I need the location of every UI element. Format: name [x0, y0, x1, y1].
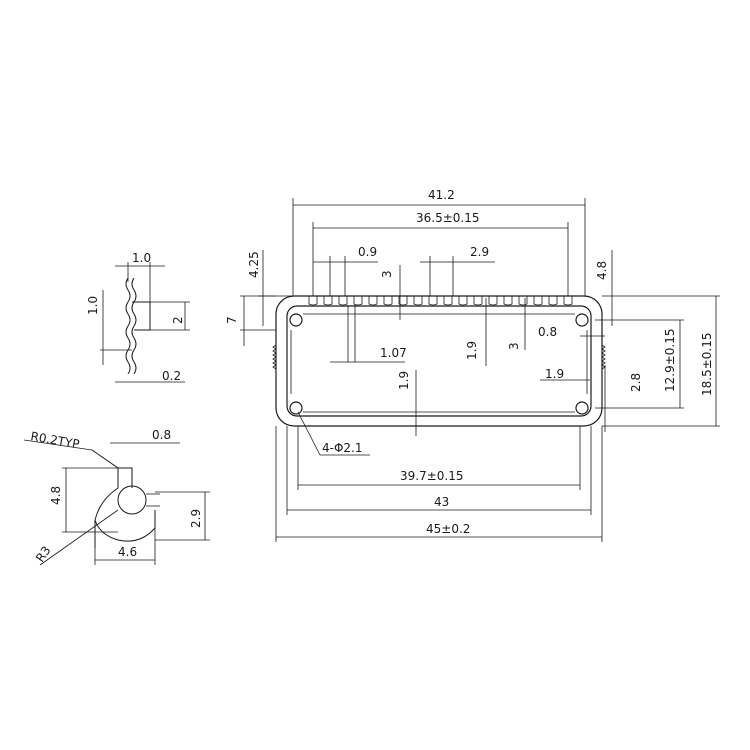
- fin: [368, 296, 378, 306]
- fin-bottom: 0.2: [162, 369, 181, 383]
- dim-3-center: 3: [507, 342, 521, 350]
- corner-right: 2.9: [189, 509, 203, 528]
- screw-boss-tr: [575, 313, 589, 327]
- dim-36-5: 36.5±0.15: [416, 211, 480, 225]
- dim-43: 43: [434, 495, 449, 509]
- corner-leader-r02: [23, 439, 93, 451]
- main-view: 4-Φ2.1 41.2 36.5±0.15 0.9 2.9 3 7 4.25 4…: [225, 188, 720, 542]
- dim-7: 7: [225, 316, 239, 324]
- dim-12-9: 12.9±0.15: [663, 329, 677, 393]
- hole-label: 4-Φ2.1: [322, 441, 363, 455]
- fin: [308, 296, 318, 306]
- corner-radius-typ: R0.2TYP: [29, 429, 80, 451]
- corner-hole: [117, 485, 147, 515]
- dim-2-9: 2.9: [470, 245, 489, 259]
- detail-corner-view: R0.2TYP 0.8 4.8 2.9 4.6 R3: [23, 428, 210, 566]
- fin: [563, 296, 573, 306]
- corner-leader-r3: [39, 509, 119, 566]
- corner-top: 0.8: [152, 428, 171, 442]
- fin-break-line: [131, 277, 137, 375]
- detail-fin-view: 2 1.0 1.0 0.2: [86, 251, 190, 383]
- dim-1-07: 1.07: [380, 346, 407, 360]
- dim-1-9-right: 1.9: [545, 367, 564, 381]
- fin: [323, 296, 333, 306]
- fin-tab: [132, 301, 151, 331]
- fin: [488, 296, 498, 306]
- corner-outer: [91, 449, 119, 548]
- screw-boss-br: [575, 401, 589, 415]
- rib-right: [601, 344, 606, 370]
- fin: [398, 296, 408, 306]
- fin: [383, 296, 393, 306]
- profile-outer: [275, 295, 603, 427]
- dim-41-2: 41.2: [428, 188, 455, 202]
- hole-leader: [297, 411, 321, 456]
- dim-0-9: 0.9: [358, 245, 377, 259]
- screw-boss-tl: [289, 313, 303, 327]
- corner-radius: R3: [33, 544, 54, 565]
- screw-boss-bl: [289, 401, 303, 415]
- profile-inner: [286, 305, 592, 417]
- corner-bottom: 4.6: [118, 545, 137, 559]
- dim-4-25: 4.25: [247, 251, 261, 278]
- dim-0-8-right: 0.8: [538, 325, 557, 339]
- fin: [548, 296, 558, 306]
- fin: [338, 296, 348, 306]
- fin: [518, 296, 528, 306]
- fin: [503, 296, 513, 306]
- dim-3-top: 3: [380, 270, 394, 278]
- fin: [443, 296, 453, 306]
- fin: [353, 296, 363, 306]
- dim-39-7: 39.7±0.15: [400, 469, 464, 483]
- fin: [533, 296, 543, 306]
- fin-right: 2: [171, 316, 185, 324]
- dim-18-5: 18.5±0.15: [700, 333, 714, 397]
- rib-left: [272, 344, 277, 370]
- fin: [473, 296, 483, 306]
- dim-1-9-mid: 1.9: [397, 371, 411, 390]
- fin-left: 1.0: [86, 296, 100, 315]
- dim-1-9-center: 1.9: [465, 341, 479, 360]
- fin: [458, 296, 468, 306]
- corner-left: 4.8: [49, 486, 63, 505]
- corner-arc: [94, 510, 156, 542]
- fin-break-line-2: [125, 277, 131, 375]
- fin: [428, 296, 438, 306]
- dim-45: 45±0.2: [426, 522, 470, 536]
- dim-2-8: 2.8: [629, 373, 643, 392]
- fin: [413, 296, 423, 306]
- dim-4-8: 4.8: [595, 261, 609, 280]
- top-fins: [308, 296, 573, 306]
- fin-top: 1.0: [132, 251, 151, 265]
- corner-top-tab: [118, 467, 133, 488]
